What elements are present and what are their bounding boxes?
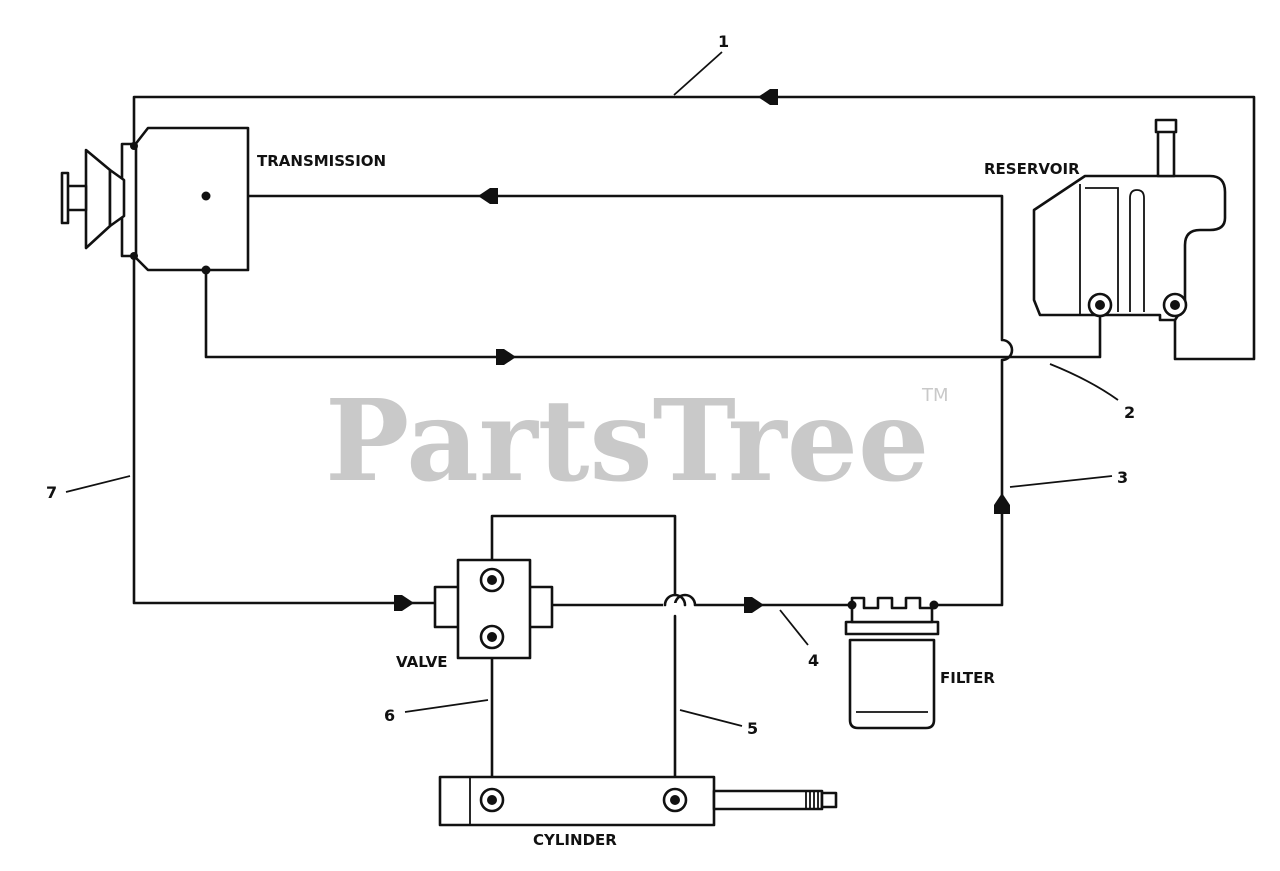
filter	[844, 596, 940, 730]
reservoir	[1032, 118, 1227, 322]
cylinder	[438, 775, 838, 827]
valve-label: VALVE	[396, 653, 448, 671]
hose-1	[132, 95, 1256, 361]
arrow-left-icon	[758, 89, 778, 105]
arrow-right-icon	[394, 595, 414, 611]
callout-2: 2	[1124, 403, 1135, 422]
watermark: PartsTree TM	[325, 376, 949, 507]
reservoir-label: RESERVOIR	[984, 160, 1080, 178]
callout-7: 7	[46, 483, 57, 502]
hose-4	[550, 593, 854, 607]
cylinder-label: CYLINDER	[533, 831, 617, 849]
arrow-right-icon	[496, 349, 516, 365]
arrow-right-icon	[744, 597, 764, 613]
callout-1: 1	[718, 32, 729, 51]
callout-6: 6	[384, 706, 395, 725]
hose-5	[490, 514, 677, 802]
valve	[433, 558, 554, 660]
callouts: 1 2 3 4 5 6 7	[46, 32, 1135, 738]
transmission-label: TRANSMISSION	[257, 152, 386, 170]
transmission	[60, 126, 250, 275]
hose-7	[132, 144, 437, 605]
arrow-left-icon	[478, 188, 498, 204]
arrow-up-icon	[994, 493, 1010, 514]
pulley-icon	[84, 148, 112, 250]
callout-3: 3	[1117, 468, 1128, 487]
watermark-text: PartsTree	[325, 376, 929, 507]
filter-label: FILTER	[940, 669, 995, 687]
hose-2	[204, 268, 1102, 359]
callout-5: 5	[747, 719, 758, 738]
hose-3-upper	[204, 194, 1014, 607]
flow-arrows	[394, 89, 1010, 613]
callout-4: 4	[808, 651, 819, 670]
watermark-tm: TM	[921, 385, 949, 406]
